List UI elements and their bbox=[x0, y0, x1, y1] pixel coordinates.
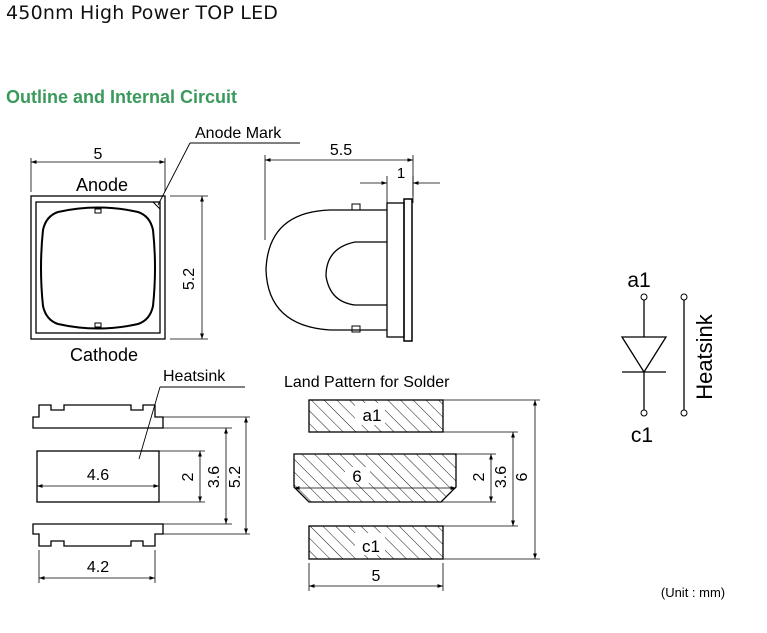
pad-width-label: 4.2 bbox=[87, 559, 109, 576]
page-title: 450nm High Power TOP LED bbox=[6, 2, 279, 24]
unit-note: (Unit : mm) bbox=[661, 585, 725, 600]
bottom-dim-3-6: 3.6 bbox=[206, 466, 223, 488]
bottom-view bbox=[32, 386, 250, 583]
side-flange-label: 1 bbox=[397, 165, 405, 182]
side-view bbox=[264, 155, 440, 342]
land-dim-2: 2 bbox=[471, 472, 488, 481]
heatsink-width-label: 4.6 bbox=[87, 467, 109, 484]
internal-circuit bbox=[620, 293, 688, 417]
land-center-width-label: 6 bbox=[352, 467, 361, 486]
cathode-label: Cathode bbox=[70, 345, 138, 365]
land-pad-a1-label: a1 bbox=[363, 406, 382, 425]
land-pattern bbox=[293, 399, 540, 591]
anode-label: Anode bbox=[76, 175, 128, 195]
circuit-cathode-label: c1 bbox=[631, 424, 653, 447]
land-pattern-title: Land Pattern for Solder bbox=[284, 374, 450, 391]
top-height-label: 5.2 bbox=[181, 268, 198, 290]
top-width-label: 5 bbox=[94, 146, 103, 163]
bottom-dim-2: 2 bbox=[180, 472, 197, 481]
land-dim-6: 6 bbox=[514, 472, 531, 481]
circuit-anode-label: a1 bbox=[627, 269, 650, 292]
land-pad-width-label: 5 bbox=[372, 568, 381, 585]
heatsink-label: Heatsink bbox=[163, 368, 226, 385]
bottom-dim-5-2: 5.2 bbox=[227, 466, 244, 488]
land-dim-3-6: 3.6 bbox=[493, 466, 510, 488]
top-view bbox=[30, 142, 300, 340]
circuit-heatsink-label: Heatsink bbox=[692, 313, 717, 400]
side-depth-label: 5.5 bbox=[330, 142, 352, 159]
land-pad-c1-label: c1 bbox=[362, 537, 380, 556]
diode-icon bbox=[620, 336, 668, 374]
section-title: Outline and Internal Circuit bbox=[6, 87, 238, 107]
anode-mark-label: Anode Mark bbox=[195, 125, 282, 142]
